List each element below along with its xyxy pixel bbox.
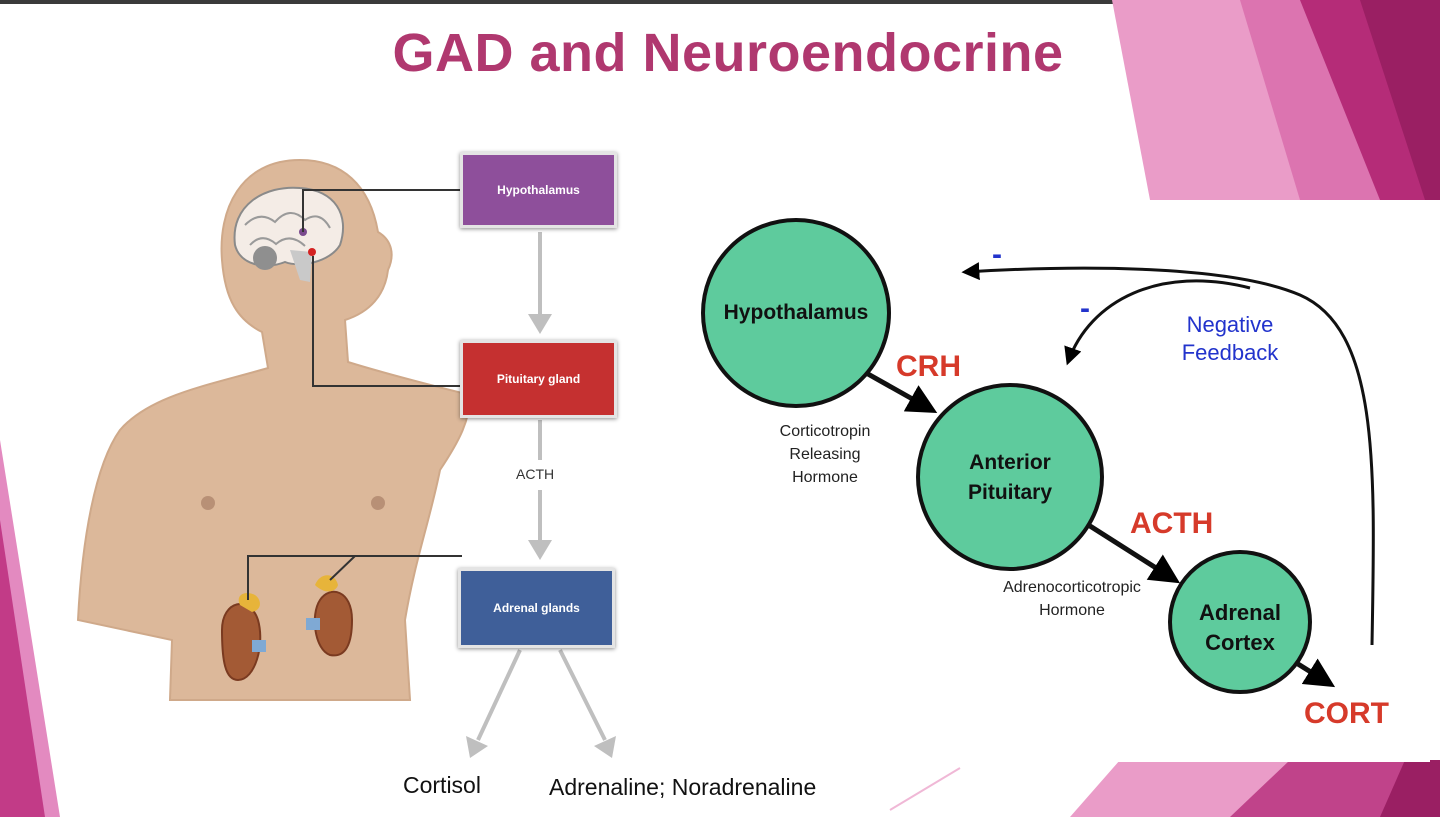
acth-flow-label: ACTH [516,466,555,482]
minus-sign-upper: - [992,238,1002,271]
deco-line [889,767,961,811]
feedback-arrow-outer [961,262,1375,646]
acth-desc-line2: Hormone [1039,602,1105,619]
pituitary-box: Pituitary gland [460,340,617,418]
crh-description: Corticotropin Releasing Hormone [750,420,900,489]
flow-arrows [466,232,616,758]
connector-lines [247,189,462,600]
adrenaline-label: Adrenaline; Noradrenaline [549,774,817,800]
hypothalamus-circle [701,218,891,408]
deco-magenta-dark [1360,0,1440,200]
feedback-line2: Feedback [1181,340,1279,365]
slide-title: GAD and Neuroendocrine [392,23,1064,83]
deco-dark-bottom [1380,760,1440,817]
brain [233,186,345,282]
cort-label: CORT [1304,697,1389,730]
crh-arrow [866,371,938,413]
body-detail [371,496,385,510]
feedback-line1: Negative [1186,312,1274,337]
adrenal-box: Adrenal glands [458,568,615,648]
adrenal-cortex-circle [1168,550,1312,694]
feedback-arrow-inner [1064,279,1251,366]
crh-desc-line3: Hormone [792,469,858,486]
adrenal-cortex-node-label: Adrenal Cortex [1170,598,1310,658]
negative-feedback-label: Negative Feedback [1160,311,1300,367]
hypothalamus-node-label: Hypothalamus [723,301,869,324]
acth-hormone-label: ACTH [1130,507,1214,540]
body-silhouette [76,158,472,701]
acth-desc-line1: Adrenocorticotropic [1003,579,1141,596]
cort-arrow [1296,658,1336,688]
adrenal-cortex-line1: Adrenal [1199,600,1281,625]
body-detail [201,496,215,510]
acth-arrow [1088,523,1181,584]
kidneys [220,575,354,682]
anterior-pituitary-node-label: Anterior Pituitary [918,448,1102,508]
hypothalamus-box: Hypothalamus [460,152,617,228]
anterior-pituitary-line2: Pituitary [967,481,1053,504]
anterior-pituitary-circle [916,383,1104,571]
anterior-pituitary-line1: Anterior [969,451,1051,474]
cortisol-label: Cortisol [403,772,481,798]
crh-label: CRH [896,350,961,383]
top-border [0,0,1440,4]
deco-magenta-left [0,520,45,817]
adrenal-cortex-line2: Cortex [1205,630,1275,655]
acth-description: Adrenocorticotropic Hormone [982,576,1162,622]
crh-desc-line2: Releasing [789,446,861,463]
crh-desc-line1: Corticotropin [779,423,871,440]
minus-sign-lower: - [1080,292,1090,325]
